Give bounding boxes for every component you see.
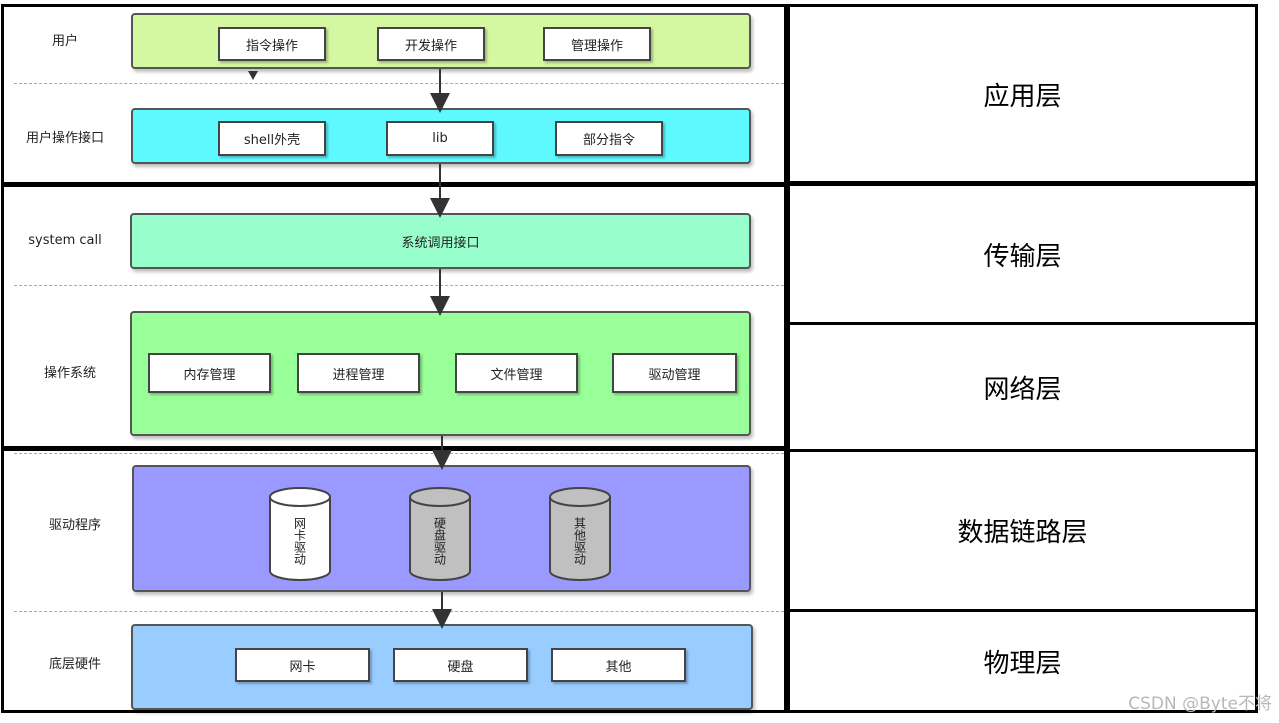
frame-hardware-group [1, 448, 787, 713]
row-label-hardware: 底层硬件 [48, 657, 101, 672]
layer-transport-label: 传输层 [983, 241, 1062, 272]
frame-system-group [1, 184, 787, 449]
layer-application-label: 应用层 [983, 81, 1062, 112]
cylinder-other-driver-shape [549, 487, 611, 581]
box-other: 其他 [551, 648, 686, 682]
separator-syscall [14, 285, 784, 286]
box-nic: 网卡 [235, 648, 370, 682]
watermark: CSDN @Byte不将 [1128, 694, 1272, 714]
cylinder-nic-driver-shape [269, 487, 331, 581]
box-management-operation: 管理操作 [543, 27, 651, 61]
box-shell: shell外壳 [218, 121, 326, 156]
row-label-user: 用户 [51, 34, 78, 49]
box-development-operation: 开发操作 [377, 27, 485, 61]
cylinder-other-driver-label: 其他驱动 [572, 517, 587, 565]
cylinder-nic-driver-label: 网卡驱动 [292, 517, 307, 565]
separator-user [14, 83, 784, 84]
box-lib: lib [386, 121, 494, 156]
layer-network-label: 网络层 [983, 374, 1062, 405]
layer-network: 网络层 [787, 322, 1258, 452]
box-memory-management: 内存管理 [148, 353, 271, 393]
layer-transport: 传输层 [787, 183, 1258, 325]
layer-physical-label: 物理层 [983, 648, 1062, 679]
row-label-drivers: 驱动程序 [48, 518, 101, 533]
cylinder-disk-driver-shape [409, 487, 471, 581]
flow-arrows [248, 69, 452, 629]
box-partial-commands: 部分指令 [555, 121, 663, 156]
box-disk: 硬盘 [393, 648, 528, 682]
row-label-user-interface: 用户操作接口 [25, 131, 104, 146]
arrow-user-small-tip [248, 71, 258, 80]
row-label-os: 操作系统 [43, 366, 96, 381]
box-driver-management: 驱动管理 [612, 353, 737, 393]
separator-hardware [14, 611, 784, 612]
layer-application: 应用层 [787, 4, 1258, 184]
cylinder-disk-driver-label: 硬盘驱动 [432, 517, 447, 565]
box-command-operation: 指令操作 [218, 27, 326, 61]
layer-physical: 物理层 [787, 609, 1258, 713]
frame-application-group [1, 4, 787, 185]
box-process-management: 进程管理 [297, 353, 420, 393]
layer-data-link-label: 数据链路层 [957, 518, 1088, 548]
separator-drivers-top [14, 453, 784, 454]
box-file-management: 文件管理 [455, 353, 578, 393]
row-label-system-call: system call [28, 233, 102, 248]
layer-data-link: 数据链路层 [787, 449, 1258, 612]
